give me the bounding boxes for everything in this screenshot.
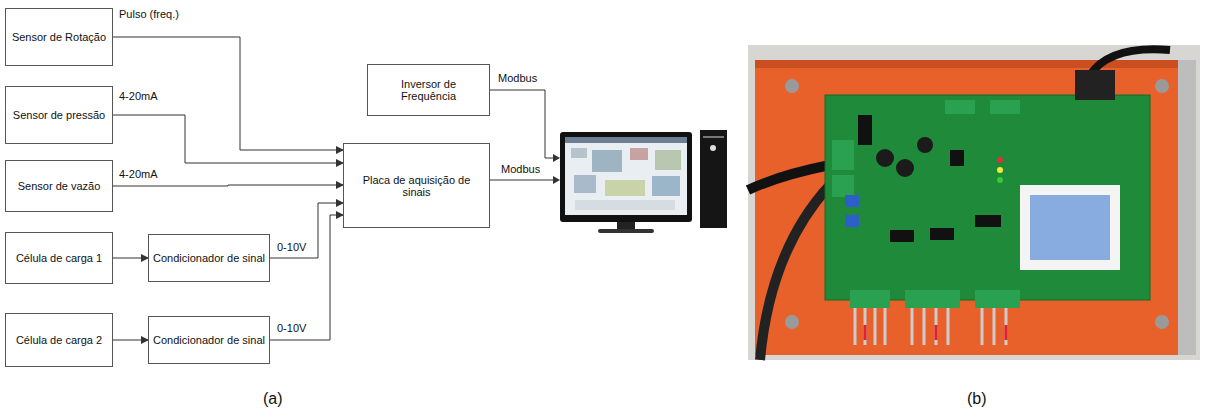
signal-connector [113,185,343,186]
load-cell-box: Célula de carga 1 [5,232,113,284]
signal-label: 0-10V [276,322,307,334]
box-text: Sensor de Rotação [12,31,106,43]
signal-label: 0-10V [276,241,307,253]
conditioner-box: Condicionador de sinal [148,316,270,364]
box-text: Condicionador de sinal [153,252,265,264]
signal-connector [270,215,343,340]
inverter-box: Inversor de Frequência [367,64,490,116]
signal-name: Modbus [497,72,538,84]
box-text: Célula de carga 2 [16,334,102,346]
sensor-box: Sensor de pressão [5,86,113,144]
box-text: Célula de carga 1 [16,252,102,264]
arrow-head [553,154,560,162]
sensor-box: Sensor de vazão [5,160,113,212]
board-photo [748,45,1200,360]
acquisition-board-box: Placa de aquisição de sinais [343,143,490,228]
signal-connector [113,115,343,163]
panel-letter: (a) [262,390,284,408]
signal-label: 4-20mA [118,90,159,102]
panel-letter: (b) [966,390,988,408]
modbus-wire [490,90,553,158]
box-text: Inversor de Frequência [372,78,485,102]
signal-connector [113,340,148,341]
signal-connector [270,203,343,258]
conditioner-box: Condicionador de sinal [148,234,270,282]
box-text: Sensor de pressão [13,109,105,121]
signal-name: Modbus [500,163,541,175]
box-text: Condicionador de sinal [153,334,265,346]
load-cell-box: Célula de carga 2 [5,313,113,367]
box-text: Sensor de vazão [18,180,101,192]
signal-label: 4-20mA [118,168,159,180]
signal-label: Pulso (freq.) [118,8,180,20]
modbus-wire [490,180,553,181]
arrow-head [553,176,560,184]
sensor-box: Sensor de Rotação [5,8,113,66]
box-text: Placa de aquisição de sinais [348,174,485,198]
computer-icon [560,130,727,233]
signal-connector [113,37,343,150]
signal-connector [113,258,148,259]
